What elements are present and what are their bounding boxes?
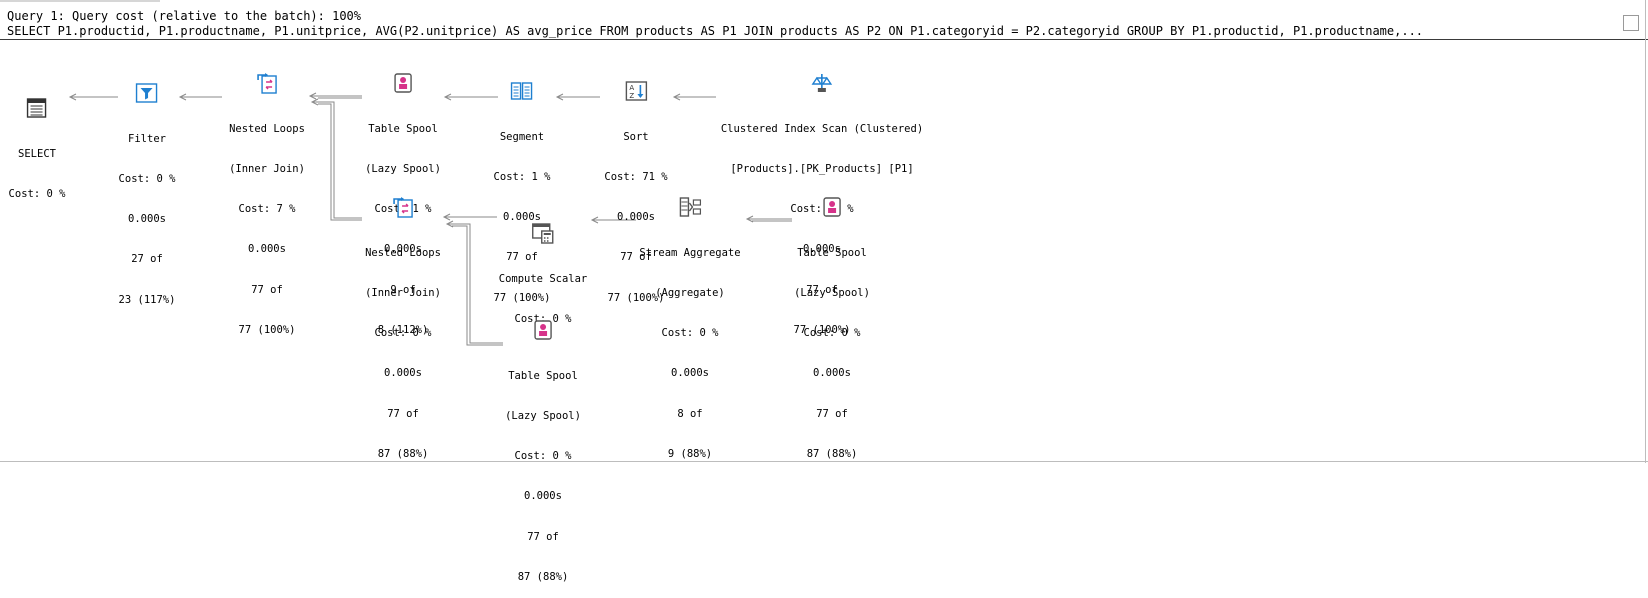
node-label: Compute Scalar: [498, 272, 588, 285]
plan-node-table-spool-3[interactable]: Table Spool (Lazy Spool) Cost: 0 % 0.000…: [505, 291, 581, 598]
node-label: Segment: [499, 130, 545, 143]
node-label-detail: (Inner Join): [365, 286, 441, 299]
node-estimate: 87 (88%): [377, 447, 429, 460]
expand-query-button[interactable]: [1623, 15, 1639, 31]
arrowhead-select: [68, 93, 77, 101]
node-rows: 9 of: [390, 283, 416, 296]
node-estimate: 77 (100%): [238, 323, 296, 336]
sort-az-icon: A Z: [625, 81, 647, 101]
node-label-detail: (Lazy Spool): [505, 409, 581, 422]
node-cost: Cost: 0 %: [374, 327, 432, 340]
node-label: Table Spool: [508, 369, 578, 382]
node-cost: Cost: 0 %: [661, 327, 719, 340]
node-estimate: 77 (100%): [493, 291, 551, 304]
node-label-detail: (Inner Join): [229, 162, 305, 175]
node-label-detail: [Products].[PK_Products] [P1]: [730, 162, 914, 175]
plan-node-clustered-index-scan[interactable]: Clustered Index Scan (Clustered) [Produc…: [721, 44, 923, 351]
node-label: Table Spool: [368, 122, 438, 135]
node-rows: 77 of: [806, 283, 838, 296]
plan-node-compute-scalar[interactable]: Compute Scalar Cost: 0 %: [498, 194, 588, 340]
node-time: 0.000s: [128, 213, 166, 226]
node-label: Clustered Index Scan (Clustered): [720, 122, 924, 135]
query-sql-text[interactable]: SELECT P1.productid, P1.productname, P1.…: [7, 24, 1424, 38]
plan-node-stream-aggregate[interactable]: Stream Aggregate (Aggregate) Cost: 0 % 0…: [639, 168, 741, 475]
node-time: 0.000s: [248, 243, 286, 256]
node-time: 0.000s: [384, 243, 422, 256]
nested-loops-icon: [257, 72, 277, 94]
node-estimate: 87 (88%): [517, 570, 569, 583]
node-rows: 8 of: [677, 407, 703, 420]
node-cost: Cost: 71 %: [604, 170, 668, 183]
node-time: 0.000s: [384, 367, 422, 380]
stream-aggregate-icon: [679, 197, 701, 217]
node-estimate: 77 (100%): [793, 323, 851, 336]
table-spool-icon: [394, 73, 412, 93]
node-estimate: 23 (117%): [118, 293, 176, 306]
node-estimate: 8 (112%): [377, 323, 429, 336]
node-rows: 77 of: [387, 407, 419, 420]
node-rows: 77 of: [816, 407, 848, 420]
node-label-detail: (Lazy Spool): [794, 286, 870, 299]
node-label: Table Spool: [797, 246, 867, 259]
bottom-border: [0, 461, 1648, 462]
node-cost: Cost: 0 %: [118, 172, 176, 185]
node-time: 0.000s: [671, 367, 709, 380]
plan-node-table-spool-1[interactable]: Table Spool (Lazy Spool) Cost: 1 % 0.000…: [365, 44, 441, 351]
plan-node-filter[interactable]: Filter Cost: 0 % 0.000s 27 of 23 (117%): [118, 54, 176, 320]
node-estimate: 9 (88%): [667, 447, 713, 460]
node-cost: Cost: 0 %: [8, 187, 66, 200]
node-estimate: 87 (88%): [806, 447, 858, 460]
node-rows: 27 of: [131, 253, 163, 266]
right-border: [1645, 0, 1646, 463]
node-label: Nested Loops: [365, 246, 441, 259]
plan-node-nested-loops-2[interactable]: Nested Loops (Inner Join) Cost: 0 % 0.00…: [365, 168, 441, 475]
node-label: Filter: [128, 132, 166, 145]
table-spool-icon: [534, 320, 552, 340]
node-label: Stream Aggregate: [639, 246, 741, 259]
plan-node-sort[interactable]: A Z Sort Cost: 71 % 0.000s 77 of 77 (100…: [604, 52, 668, 318]
compute-scalar-icon: [532, 223, 554, 244]
plan-node-select[interactable]: SELECT Cost: 0 %: [8, 69, 66, 215]
node-rows: 77 of: [527, 530, 559, 543]
table-spool-icon: [823, 197, 841, 217]
filter-funnel-icon: [136, 83, 158, 103]
node-rows: 77 of: [506, 251, 538, 264]
node-time: 0.000s: [503, 211, 541, 224]
arrow-table-spool3-to-nested-loops2: [447, 223, 503, 344]
node-label-detail: (Aggregate): [655, 286, 725, 299]
node-label-detail: (Lazy Spool): [365, 162, 441, 175]
segment-icon: [511, 82, 533, 100]
arrowhead-filter: [178, 93, 187, 101]
node-time: 0.000s: [813, 367, 851, 380]
svg-text:A: A: [629, 84, 634, 92]
node-label: Nested Loops: [229, 122, 305, 135]
plan-node-segment[interactable]: Segment Cost: 1 % 0.000s 77 of 77 (100%): [493, 52, 551, 318]
node-label: SELECT: [18, 147, 56, 160]
tab-strip-stub: [0, 0, 160, 2]
plan-connector-lines: [68, 92, 792, 346]
node-time: 0.000s: [524, 490, 562, 503]
arrow-nested-loops2-to-nested-loops1: [312, 101, 362, 219]
plan-node-table-spool-2[interactable]: Table Spool (Lazy Spool) Cost: 0 % 0.000…: [794, 168, 870, 475]
clustered-index-scan-icon: [811, 73, 833, 92]
node-rows: 77 of: [620, 251, 652, 264]
plan-node-nested-loops-1[interactable]: Nested Loops (Inner Join) Cost: 7 % 0.00…: [229, 44, 305, 351]
nested-loops-icon: [393, 196, 413, 218]
node-label: Sort: [623, 130, 649, 143]
node-time: 0.000s: [617, 211, 655, 224]
node-rows: 77 of: [251, 283, 283, 296]
svg-text:Z: Z: [629, 92, 634, 100]
query-header: Query 1: Query cost (relative to the bat…: [0, 2, 1648, 40]
select-icon: [27, 98, 47, 118]
node-estimate: 77 (100%): [607, 291, 665, 304]
query-cost-title: Query 1: Query cost (relative to the bat…: [7, 9, 362, 23]
node-time: 0.000s: [803, 243, 841, 256]
node-cost: Cost: 0 %: [514, 450, 572, 463]
node-cost: Cost: 0 %: [803, 327, 861, 340]
node-cost: Cost: 1 %: [493, 170, 551, 183]
node-cost: Cost: 7 %: [238, 203, 296, 216]
